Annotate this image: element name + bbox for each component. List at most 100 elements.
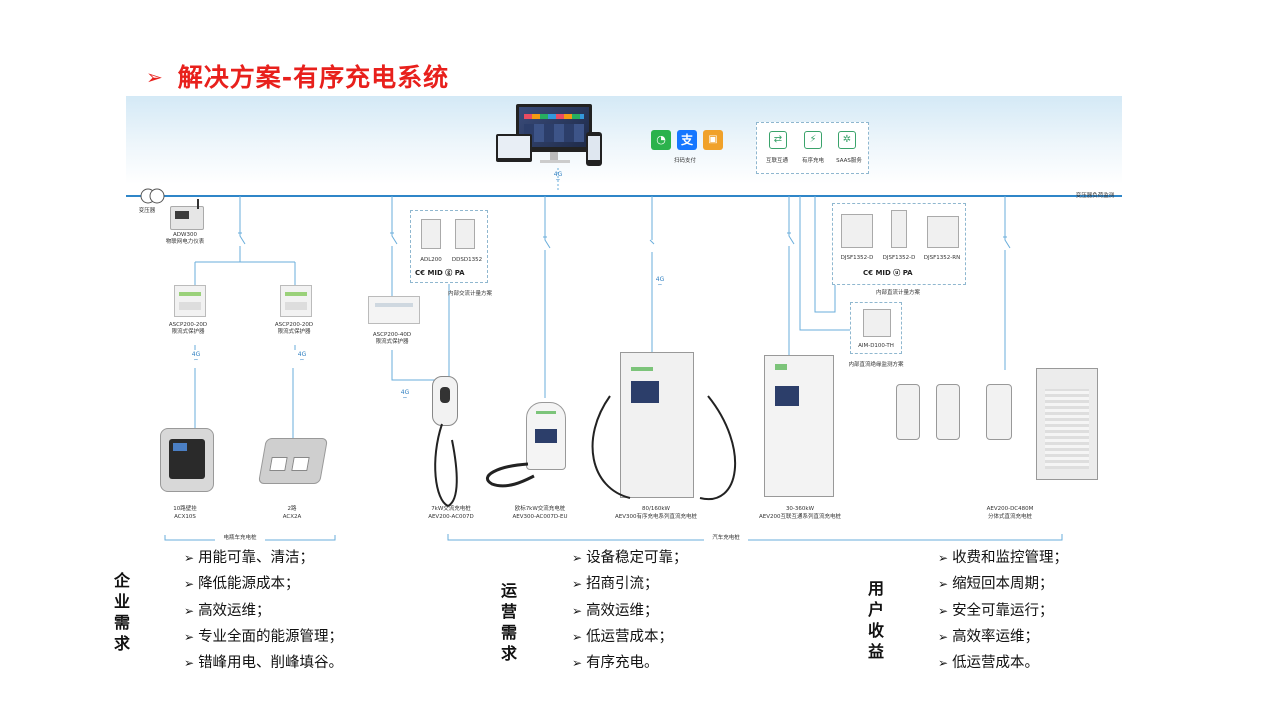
protector-icon bbox=[280, 285, 312, 317]
device-model: AEV200-AC007D bbox=[428, 514, 474, 520]
bullet-icon: ➢ bbox=[938, 551, 949, 565]
meter-icon bbox=[841, 214, 873, 248]
signal-4g-label: 4G bbox=[655, 276, 665, 283]
device-name: 7kW交流充电桩 bbox=[431, 506, 471, 512]
list-item: ➢缩短回本周期； bbox=[938, 576, 1054, 593]
user-benefits-list: ➢收费和监控管理； ➢缩短回本周期； ➢安全可靠运行； ➢高效率运维； ➢低运营… bbox=[938, 545, 1068, 676]
enterprise-list: ➢用能可靠、清洁； ➢降低能源成本； ➢高效运维； ➢专业全面的能源管理； ➢错… bbox=[184, 545, 343, 676]
device-name: 10路壁挂 bbox=[173, 506, 197, 512]
dc-charger-30-icon bbox=[764, 355, 834, 497]
bullet-icon: ➢ bbox=[938, 603, 949, 618]
meter-icon bbox=[927, 216, 959, 248]
insulation-caption: 内部直流绝缘监测方案 bbox=[848, 362, 904, 368]
enterprise-heading: 企业需求 bbox=[113, 571, 130, 653]
ac-meter-box: ADL200 DDSD1352 C€ MID ⓖ PA bbox=[410, 210, 488, 283]
device-model: 分体式直流充电桩 bbox=[987, 514, 1032, 520]
dc-charger-80-icon bbox=[620, 352, 694, 498]
car-group-label: 汽车充电桩 bbox=[704, 535, 748, 542]
protector-icon bbox=[368, 296, 420, 324]
signal-4g-label: 4G bbox=[191, 351, 201, 358]
alipay-icon: 支 bbox=[677, 130, 697, 150]
service-label: 有序充电 bbox=[801, 158, 824, 164]
saas-icon: ✲ bbox=[838, 131, 856, 149]
signal-4g-label: 4G bbox=[297, 351, 307, 358]
protector-desc: 限流式保护器 bbox=[375, 339, 409, 345]
ac-wallbox-icon bbox=[432, 376, 458, 426]
unionpay-icon: ▣ bbox=[703, 130, 723, 150]
list-item: ➢高效率运维； bbox=[938, 628, 1040, 645]
monitor-icon bbox=[496, 104, 602, 166]
page-title: ➢解决方案-有序充电系统 bbox=[146, 58, 449, 94]
transformer-label: 变压器 bbox=[138, 208, 156, 214]
ordered-charging-icon: ⚡ bbox=[804, 131, 822, 149]
bullet-icon: ➢ bbox=[572, 603, 583, 618]
operations-list: ➢设备稳定可靠； ➢招商引流； ➢高效运维； ➢低运营成本； ➢有序充电。 bbox=[572, 545, 688, 676]
insulation-model: AIM-D100-TH bbox=[858, 343, 894, 349]
payment-icons: ◔ 支 ▣ bbox=[651, 130, 723, 152]
service-label: SAAS服务 bbox=[836, 158, 862, 164]
meter-model: DJSF1352-RN bbox=[923, 255, 961, 261]
services-box: ⇄ ⚡ ✲ 互联互通 有序充电 SAAS服务 bbox=[756, 122, 869, 174]
acx10s-device-icon bbox=[160, 428, 214, 492]
wifi-icon: ⌔ bbox=[299, 358, 305, 365]
device-model: AEV300-AC007D-EU bbox=[512, 514, 568, 520]
list-item: ➢低运营成本。 bbox=[938, 655, 1040, 672]
payment-label: 扫码支付 bbox=[673, 158, 696, 164]
cert-marks: C€ MID ⓖ PA bbox=[415, 269, 465, 277]
list-item: ➢用能可靠、清洁； bbox=[184, 550, 315, 566]
bullet-icon: ➢ bbox=[184, 656, 195, 671]
bullet-icon: ➢ bbox=[572, 656, 583, 671]
ebike-group-label: 电瓶车充电桩 bbox=[215, 535, 265, 542]
list-item: ➢安全可靠运行； bbox=[938, 602, 1054, 619]
dc-meter-box: DJSF1352-D DJSF1352-D DJSF1352-RN C€ MID… bbox=[832, 203, 966, 285]
cloud-4g-label: 4G bbox=[553, 171, 563, 178]
bullet-icon: ➢ bbox=[938, 629, 949, 644]
protector-desc: 限流式保护器 bbox=[277, 329, 311, 335]
meter-model: ADW300 bbox=[173, 232, 197, 238]
split-dc-charger-icon bbox=[886, 366, 1098, 496]
monitor-device-icon bbox=[863, 309, 891, 337]
acx2a-device-icon bbox=[257, 438, 329, 484]
meter-icon bbox=[891, 210, 907, 248]
insulation-box: AIM-D100-TH bbox=[850, 302, 902, 354]
bullet-icon: ➢ bbox=[938, 577, 949, 592]
title-arrow-icon: ➢ bbox=[146, 65, 164, 89]
bullet-icon: ➢ bbox=[572, 577, 583, 592]
device-name: 30-360kW bbox=[785, 506, 815, 512]
charging-cable-icon bbox=[591, 395, 737, 501]
eu-charger-icon bbox=[526, 402, 566, 470]
device-model: ACX2A bbox=[282, 514, 302, 520]
meter-icon bbox=[421, 219, 441, 249]
device-name: 2路 bbox=[287, 506, 297, 512]
wifi-icon: ⌔ bbox=[657, 283, 663, 290]
service-label: 互联互通 bbox=[765, 158, 788, 164]
bullet-icon: ➢ bbox=[184, 577, 195, 592]
dc-meter-caption: 内部直流计量方案 bbox=[875, 290, 920, 296]
cert-marks: C€ MID ⓤ PA bbox=[863, 269, 913, 277]
protector-model: ASCP200-20D bbox=[168, 322, 208, 328]
protector-desc: 限流式保护器 bbox=[171, 329, 205, 335]
list-item: ➢高效运维； bbox=[572, 602, 659, 619]
bullet-icon: ➢ bbox=[184, 629, 195, 644]
device-name: 80/160kW bbox=[642, 506, 670, 512]
list-item: ➢低运营成本； bbox=[572, 628, 674, 645]
transformer-monitor-label: 变压器负荷监测 bbox=[1075, 193, 1115, 199]
list-item: ➢招商引流； bbox=[572, 576, 659, 593]
list-item: ➢高效运维； bbox=[184, 602, 271, 619]
meter-model: ADL200 bbox=[420, 257, 442, 263]
meter-model: DJSF1352-D bbox=[882, 255, 916, 261]
protector-model: ASCP200-40D bbox=[372, 332, 412, 338]
protector-icon bbox=[174, 285, 206, 317]
bullet-icon: ➢ bbox=[184, 603, 195, 618]
bullet-icon: ➢ bbox=[938, 656, 949, 671]
ac-meter-caption: 内部交流计量方案 bbox=[448, 291, 493, 297]
bullet-icon: ➢ bbox=[572, 629, 583, 644]
wifi-icon: ⌔ bbox=[402, 396, 408, 403]
interconnect-icon: ⇄ bbox=[769, 131, 787, 149]
wechat-icon: ◔ bbox=[651, 130, 671, 150]
wifi-icon: ⌔ bbox=[193, 358, 199, 365]
device-model: ACX10S bbox=[174, 514, 196, 520]
device-model: AEV200互联互通系列直流充电桩 bbox=[759, 514, 841, 520]
wifi-icon: ⌔ bbox=[555, 178, 561, 185]
